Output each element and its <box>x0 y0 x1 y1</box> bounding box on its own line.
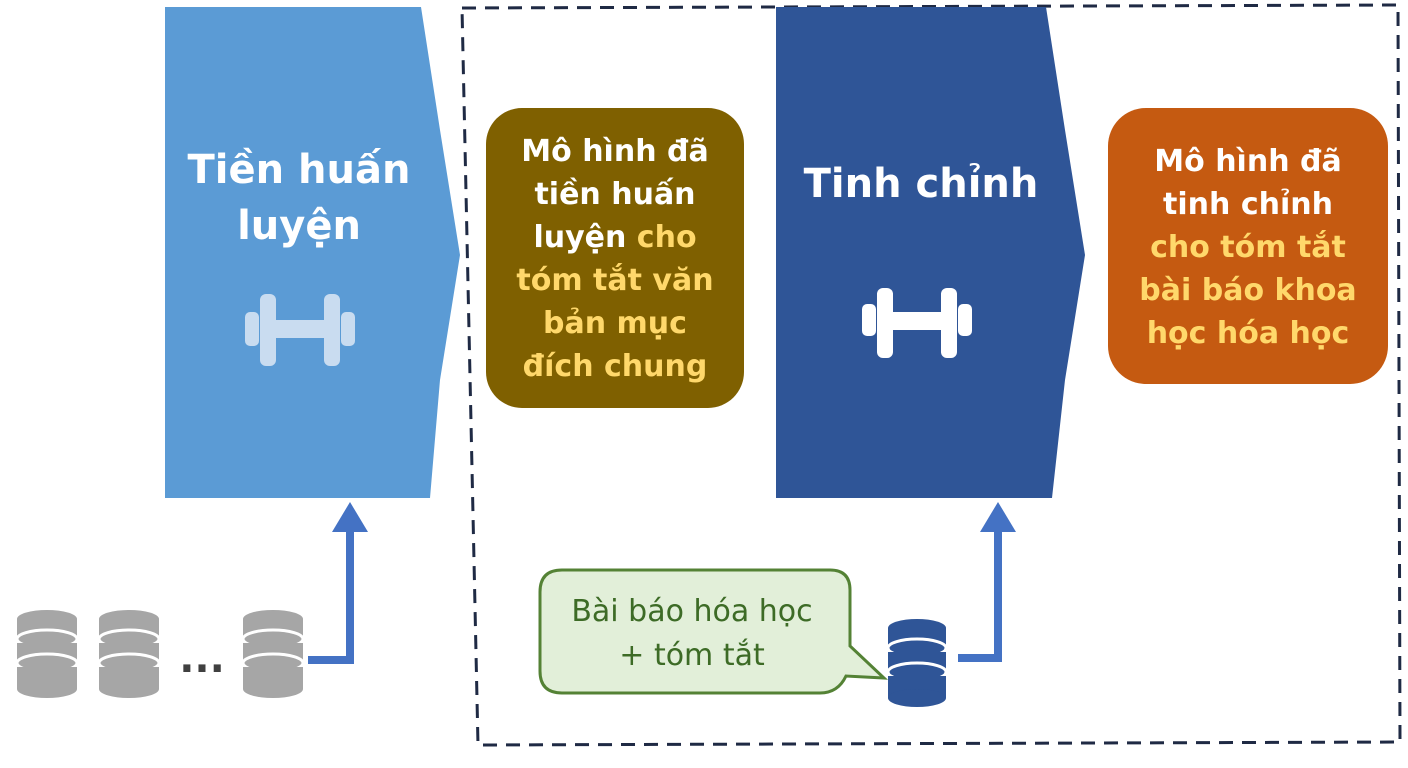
finetuned-model-box <box>1108 108 1388 384</box>
database-icon <box>886 619 948 707</box>
pretrained-model-label: Mô hình đã tiền huấn luyện cho tóm tắt v… <box>488 130 742 388</box>
arrow-to-pretraining <box>308 502 368 664</box>
pretrained-model-line: tiền huấn <box>534 177 696 212</box>
pretrained-model-box <box>486 108 744 408</box>
pretrained-model-line: bản mục <box>543 306 687 341</box>
speech-bubble-line: + tóm tắt <box>619 638 765 673</box>
finetuning-title-line: Tinh chỉnh <box>803 161 1039 207</box>
speech-bubble <box>538 568 889 695</box>
pretrained-model-line: Mô hình đã <box>521 134 709 169</box>
database-icon <box>241 610 305 698</box>
pretraining-stage-block <box>165 7 460 498</box>
speech-bubble-line: Bài báo hóa học <box>571 594 813 629</box>
pretraining-stage-title: Tiền huấn luyện <box>168 142 430 254</box>
pretrained-model-accent-text: cho <box>636 220 697 255</box>
finetuned-model-line: Mô hình đã <box>1154 144 1342 179</box>
pretrained-model-line: tóm tắt văn <box>516 263 714 298</box>
database-icon <box>15 610 79 698</box>
database-icon <box>97 610 161 698</box>
finetuned-model-line: học hóa học <box>1146 316 1350 351</box>
finetuned-model-line: tinh chỉnh <box>1163 187 1333 222</box>
dumbbell-icon <box>862 288 972 358</box>
finetuned-model-line: bài báo khoa <box>1139 273 1357 308</box>
finetuning-stage-title: Tinh chỉnh <box>776 156 1066 212</box>
pretrained-model-text: luyện <box>533 220 627 255</box>
dataset-ellipsis: ... <box>179 636 225 682</box>
pretrained-model-line: đích chung <box>522 349 708 384</box>
pretraining-title-line: luyện <box>237 203 361 249</box>
pretrained-model-line: luyện cho <box>488 216 742 259</box>
dumbbell-icon <box>245 294 355 366</box>
finetuning-stage-block <box>776 7 1085 498</box>
finetuned-model-label: Mô hình đã tinh chỉnh cho tóm tắt bài bá… <box>1110 140 1386 355</box>
pretraining-title-line: Tiền huấn <box>187 147 411 193</box>
finetuned-model-line: cho tóm tắt <box>1150 230 1346 265</box>
speech-bubble-text: Bài báo hóa học + tóm tắt <box>542 590 842 678</box>
arrow-to-finetuning <box>958 502 1016 662</box>
finetuning-group-boundary <box>460 3 1402 747</box>
